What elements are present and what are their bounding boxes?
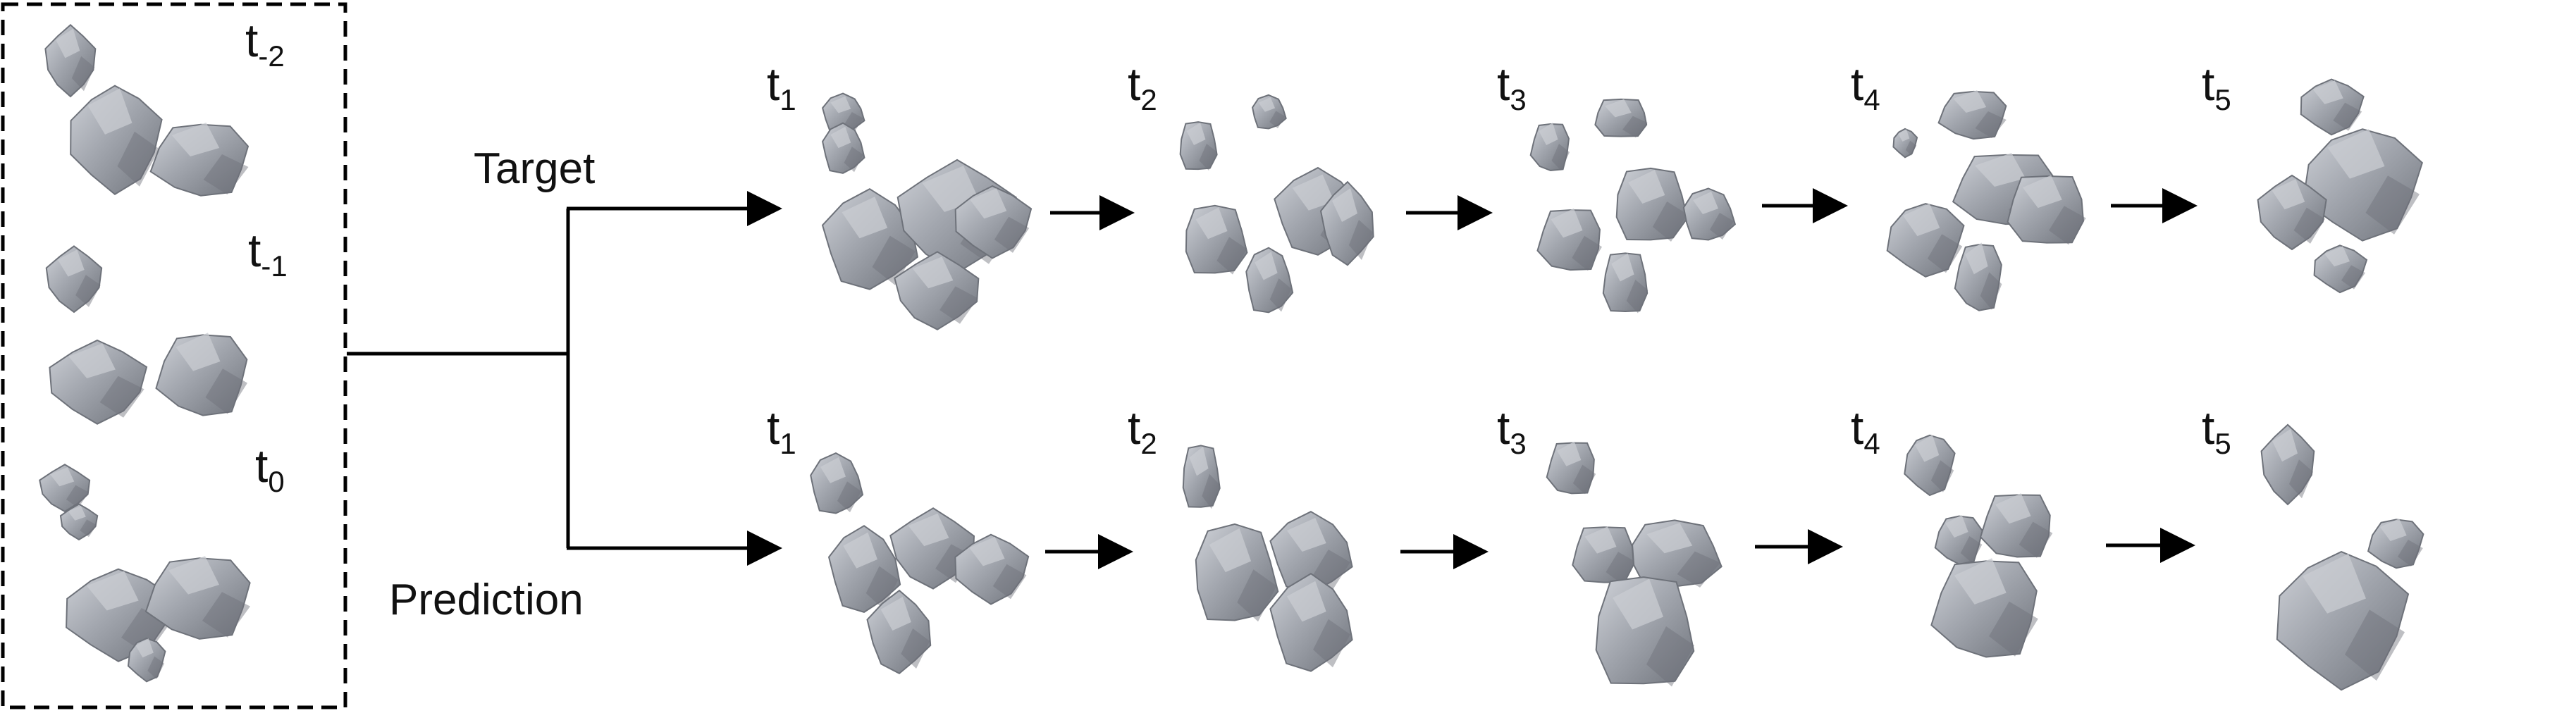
particle: [39, 464, 91, 513]
input-time-label: t0: [255, 440, 285, 498]
particle: [2303, 128, 2423, 242]
particle: [1269, 511, 1353, 594]
particle: [1934, 515, 1983, 565]
prediction-time-label: t2: [1128, 402, 1157, 460]
target-time-label: t2: [1128, 58, 1157, 116]
particle: [70, 85, 163, 195]
particle: [1529, 123, 1570, 172]
particle: [1682, 187, 1737, 241]
prediction-time-label: t1: [767, 402, 796, 460]
target-time-label: t3: [1497, 58, 1527, 116]
input-time-label: t-2: [245, 14, 285, 73]
particle: [1179, 121, 1218, 170]
particle: [1195, 523, 1279, 622]
particle: [866, 589, 932, 675]
particle: [2367, 519, 2424, 569]
particle: [821, 188, 919, 290]
particle: [2260, 423, 2315, 506]
particle: [127, 637, 166, 683]
target-arrows: [1050, 188, 2198, 230]
particle: [889, 507, 975, 590]
target-label: Target: [474, 144, 595, 193]
particle: [1632, 519, 1723, 588]
particle: [1546, 441, 1596, 495]
particle: [827, 525, 901, 613]
particle: [2007, 175, 2086, 245]
particle: [144, 556, 251, 640]
particle: [1245, 247, 1294, 314]
particle: [954, 533, 1030, 605]
particle: [1886, 203, 1965, 278]
particle: [1536, 208, 1602, 271]
particle: [1182, 445, 1221, 509]
particle: [2257, 174, 2327, 251]
particle: [1615, 167, 1689, 242]
particle: [44, 24, 97, 98]
particle: [1572, 526, 1636, 584]
prediction-time-label: t4: [1851, 402, 1880, 460]
prediction-arrows: [1045, 528, 2195, 569]
particle: [45, 245, 103, 314]
particle-clusters: [39, 24, 2424, 691]
input-frame: [1, 2, 347, 709]
target-time-label: t4: [1851, 58, 1880, 116]
particle: [1595, 576, 1695, 687]
particle: [1594, 98, 1648, 138]
prediction-label: Prediction: [389, 576, 584, 624]
prediction-time-label: t5: [2202, 402, 2231, 460]
particle: [2313, 244, 2368, 294]
branch-connectors: [347, 191, 782, 566]
particle: [1904, 434, 1956, 497]
particle: [1185, 204, 1248, 275]
prediction-time-label: t3: [1497, 402, 1527, 460]
particle: [1252, 94, 1287, 130]
input-time-label: t-1: [248, 224, 288, 283]
particle: [1319, 180, 1374, 266]
particle: [1979, 493, 2053, 558]
particle: [1602, 252, 1648, 314]
particle: [954, 185, 1033, 259]
particle: [894, 251, 980, 330]
particle: [1937, 90, 2007, 140]
particle: [1954, 242, 2002, 311]
particle: [59, 503, 99, 541]
particle: [1269, 573, 1353, 672]
particle: [2276, 550, 2410, 691]
particle: [1930, 558, 2038, 658]
target-time-label: t5: [2202, 58, 2231, 116]
particle: [1892, 128, 1918, 159]
particle: [822, 122, 865, 174]
particle: [149, 123, 249, 197]
particle: [810, 452, 864, 514]
particle: [155, 333, 248, 416]
particle: [2300, 78, 2365, 136]
target-time-label: t1: [767, 58, 796, 116]
particle: [49, 339, 148, 425]
